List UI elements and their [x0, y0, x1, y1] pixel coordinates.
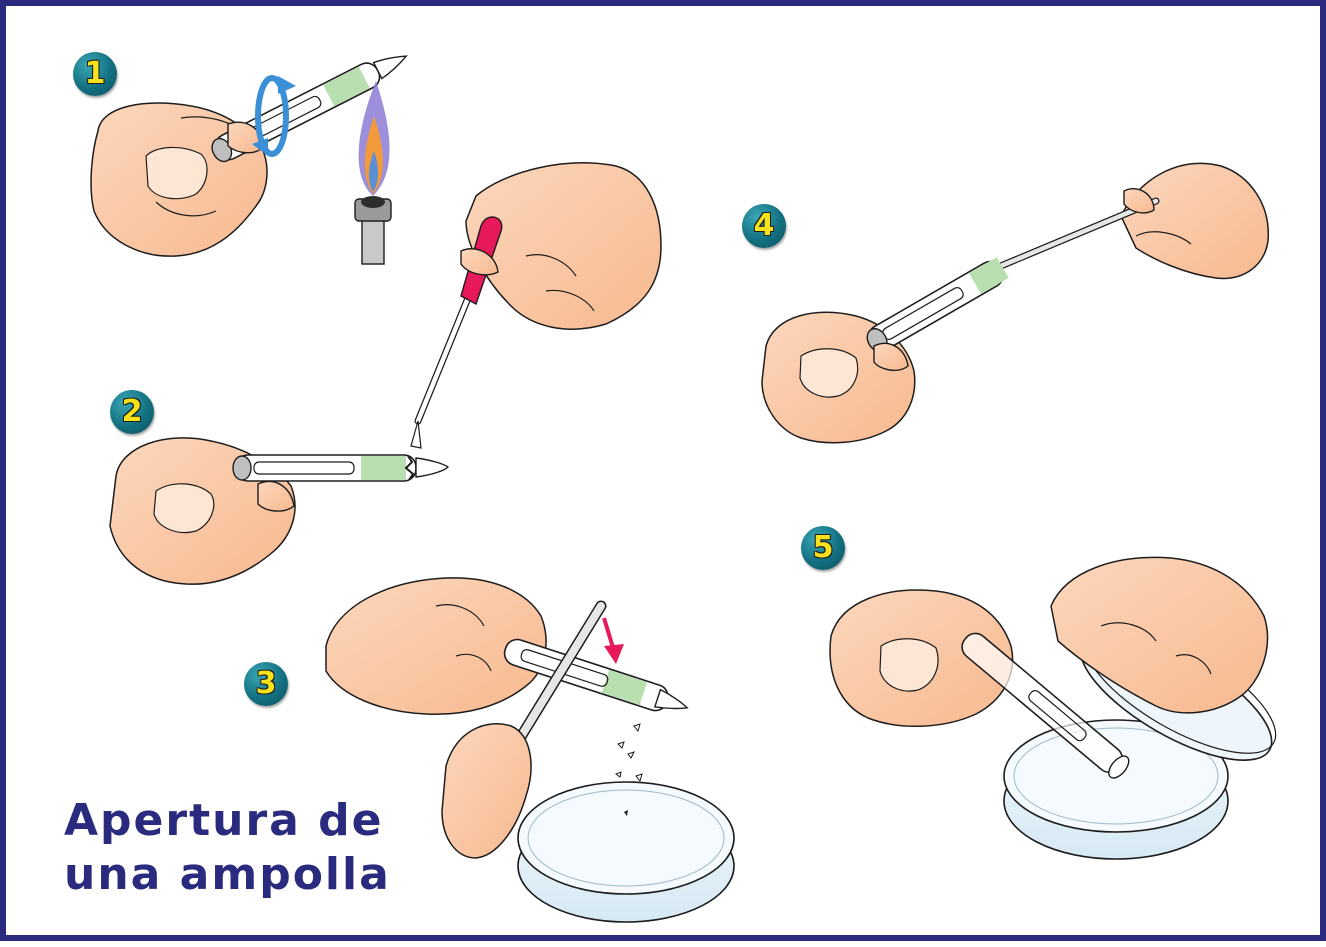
ampoule-icon — [233, 455, 448, 481]
flame-icon — [359, 81, 390, 196]
step-4-scene — [762, 163, 1268, 442]
step-5-badge: 5 — [801, 526, 845, 570]
step-1-badge: 1 — [73, 52, 117, 96]
step-2-badge: 2 — [110, 390, 154, 434]
ampoule-icon — [863, 256, 1009, 356]
step-3-badge: 3 — [244, 662, 288, 706]
step-4-number: 4 — [754, 211, 775, 241]
hand-icon — [1121, 163, 1268, 278]
step-4-badge: 4 — [742, 204, 786, 248]
hand-icon — [1051, 557, 1267, 712]
petri-dish-icon — [518, 782, 734, 922]
step-5-scene — [830, 557, 1293, 859]
step-1-number: 1 — [85, 59, 106, 89]
title-line-1: Apertura de — [64, 794, 404, 848]
step-1-scene — [91, 44, 412, 264]
dropper-icon — [411, 217, 502, 448]
step-5-number: 5 — [813, 533, 834, 563]
figure-title: Apertura de una ampolla — [64, 794, 404, 902]
bunsen-burner-icon — [355, 196, 391, 264]
title-line-2: una ampolla — [64, 848, 404, 902]
step-3-number: 3 — [256, 669, 277, 699]
step-2-number: 2 — [122, 397, 143, 427]
down-arrow-icon — [604, 618, 624, 664]
